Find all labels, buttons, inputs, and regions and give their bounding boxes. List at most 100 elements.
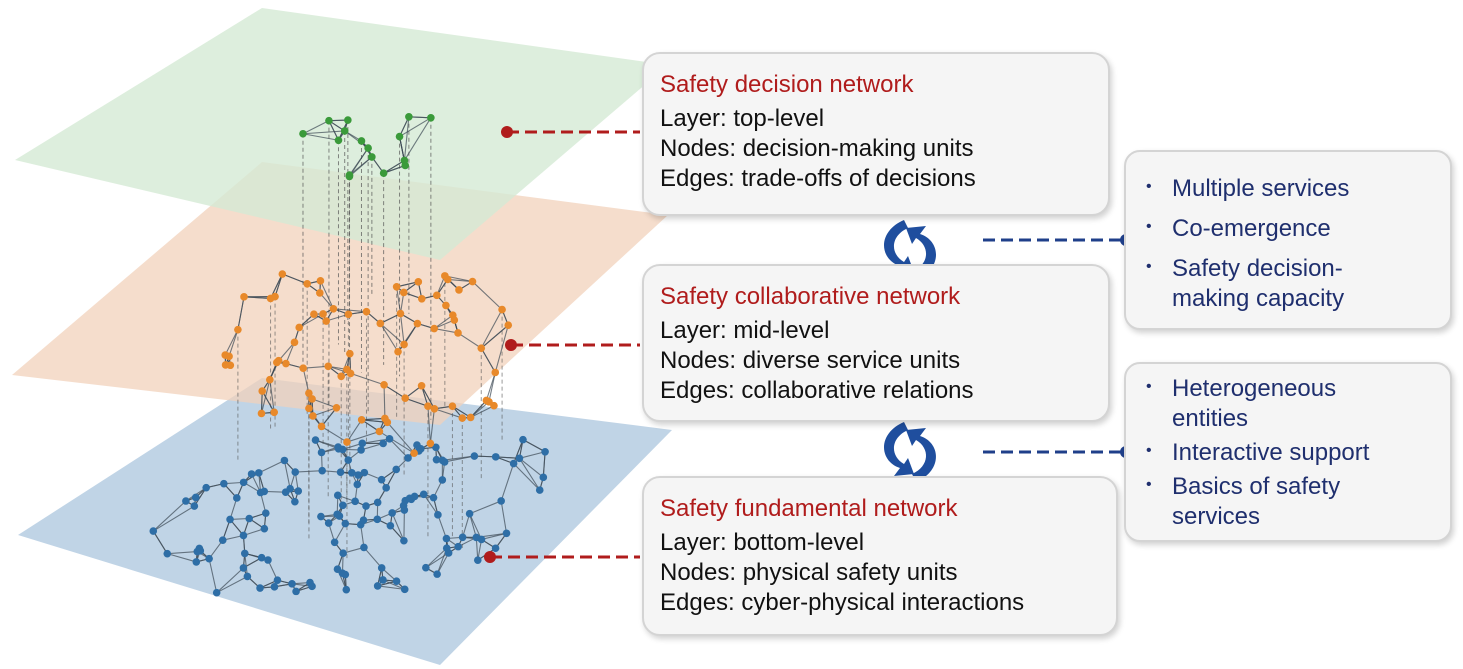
middle-edge [427, 406, 431, 444]
middle-edge [421, 385, 435, 410]
middle-node [305, 389, 313, 397]
bottom-node [226, 515, 234, 524]
top-node [364, 144, 372, 152]
middle-node [455, 286, 463, 294]
middle-node [430, 404, 439, 413]
middle-node [458, 414, 467, 422]
bottom-edge [391, 512, 405, 541]
bottom-node [497, 497, 505, 505]
bottom-node [442, 534, 451, 543]
bottom-node [341, 519, 350, 528]
middle-edge [470, 400, 487, 418]
bottom-node [509, 459, 518, 468]
bottom-node [336, 468, 345, 477]
bottom-edge [513, 439, 524, 464]
bottom-node [535, 486, 544, 494]
middle-node [466, 413, 475, 422]
bottom-node [491, 453, 500, 461]
bottom-node [324, 519, 333, 527]
bottom-node [473, 556, 482, 564]
fundamental-network-card: Safety fundamental network Layer: bottom… [642, 476, 1118, 636]
middle-node [454, 329, 462, 337]
middle-node [399, 288, 408, 297]
bottom-node [318, 466, 327, 475]
bottom-node [434, 511, 442, 519]
bottom-edge [152, 500, 187, 532]
bottom-node [385, 435, 394, 443]
bottom-node [260, 524, 269, 533]
bottom-node [422, 563, 430, 572]
middle-node [396, 309, 405, 318]
bottom-node [255, 469, 263, 477]
middle-node [240, 293, 248, 301]
middle-edge [269, 379, 275, 413]
bottom-node [360, 468, 369, 477]
middle-node [329, 304, 338, 313]
bottom-edge [542, 451, 546, 478]
bottom-node [239, 531, 248, 540]
middle-node [337, 372, 346, 381]
middle-edge [488, 372, 496, 402]
bottom-node [239, 478, 248, 487]
middle-node [322, 317, 331, 325]
bottom-node [344, 456, 353, 464]
bottom-edge [244, 553, 248, 577]
top-edge [398, 136, 405, 161]
bottom-edge [167, 551, 198, 555]
bottom-node [262, 509, 270, 517]
bottom-node [190, 502, 199, 510]
middle-node [309, 412, 317, 420]
middle-edge [480, 324, 509, 349]
bottom-node [515, 454, 524, 463]
middle-node [417, 381, 426, 390]
bottom-node [333, 491, 342, 500]
middle-node [234, 325, 242, 334]
bottom-node [218, 536, 227, 545]
bottom-edge [283, 460, 291, 489]
middle-edge [350, 372, 385, 386]
bottom-node [470, 452, 479, 460]
middle-node [477, 344, 486, 352]
top-edge [348, 147, 369, 177]
bottom-node [392, 465, 401, 474]
middle-edge [326, 313, 349, 322]
top-edge [383, 164, 406, 174]
bottom-node [379, 576, 387, 584]
bottom-edge [389, 438, 409, 459]
bottom-node [432, 443, 440, 452]
bottom-node [358, 439, 367, 448]
middle-node [401, 394, 409, 403]
bottom-node [294, 487, 303, 495]
bottom-node [339, 549, 347, 558]
cycle-arrow-left [884, 220, 914, 274]
network-planes [12, 8, 672, 665]
bottom-edge [519, 457, 544, 478]
bottom-node [404, 454, 412, 462]
bottom-node [379, 439, 387, 448]
bottom-node [442, 544, 451, 552]
middle-node [332, 403, 341, 412]
bottom-edge [377, 585, 405, 590]
red-connector-dot [501, 126, 513, 138]
bottom-edge [425, 552, 449, 569]
bottom-edge [258, 459, 285, 474]
middle-edge [457, 332, 482, 349]
middle-edge [228, 329, 239, 357]
bottom-node [306, 578, 314, 587]
top-node [299, 129, 307, 138]
fundamental-network-title: Safety fundamental network [660, 495, 958, 522]
top-edge [302, 130, 345, 135]
middle-edge [399, 313, 405, 345]
bottom-node [454, 542, 462, 551]
bottom-node [360, 543, 368, 552]
bottom-node [317, 512, 325, 521]
bottom-edge [469, 513, 482, 540]
bottom-node [438, 476, 447, 484]
middle-node [380, 380, 388, 389]
lower-properties-box: Heterogeneous entities Interactive suppo… [1124, 362, 1452, 542]
bottom-edge [437, 514, 447, 539]
decision-nodes-line: Nodes: decision-making units [660, 135, 974, 162]
bottom-node [413, 441, 421, 449]
middle-edge [361, 417, 385, 421]
bottom-node [386, 521, 395, 530]
